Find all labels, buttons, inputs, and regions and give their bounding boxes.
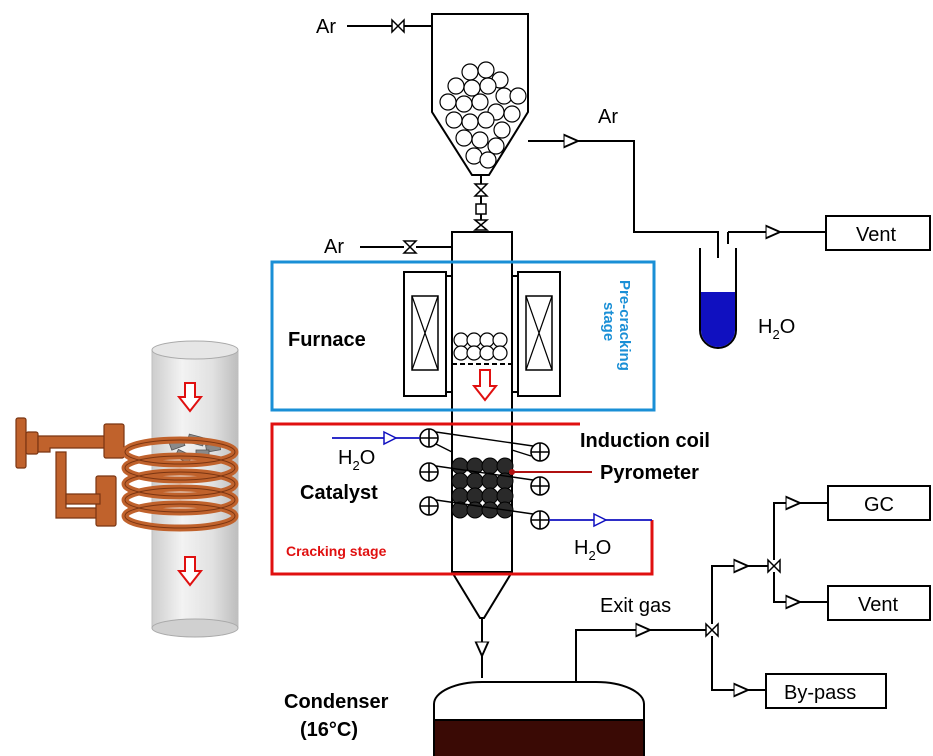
furnace	[403, 271, 561, 397]
bubbler-water-label: H2O	[758, 316, 795, 342]
hopper-valve-icon	[473, 183, 489, 197]
coil-connectors	[435, 431, 534, 515]
reactor-valve-icon	[402, 240, 418, 254]
cracking-stage-box	[270, 422, 654, 576]
vent-bottom-box	[827, 585, 931, 621]
bypass-box	[765, 673, 887, 709]
water-bubbler: H2O	[699, 232, 826, 349]
catalyst-label: Catalyst	[300, 482, 378, 504]
branch-valve-icon	[767, 558, 781, 574]
flow-arrow-bottom	[176, 556, 204, 587]
gc-box	[827, 485, 931, 521]
condenser-label: Condenser	[284, 691, 389, 713]
ar-top-label: Ar	[316, 16, 336, 38]
glass-tube-top	[151, 340, 239, 360]
valve-icon	[391, 18, 405, 34]
reactor-pellets	[453, 332, 508, 361]
vent-bottom-label: Vent	[858, 594, 898, 616]
hopper-lock-icon	[475, 203, 487, 215]
water-out-label: H2O	[574, 537, 611, 563]
cracking-stage-label: Cracking stage	[286, 543, 387, 559]
ar-hopper-label: Ar	[598, 106, 618, 128]
condenser-temp-label: (16°C)	[300, 719, 358, 741]
pre-cracking-label: Pre-crackingstage	[600, 280, 633, 371]
gc-label: GC	[864, 494, 894, 516]
pre-cracking-stage-box	[270, 260, 656, 412]
catalyst-bed	[451, 457, 514, 519]
exit-valve-icon	[705, 622, 719, 638]
induction-coil-sections	[419, 428, 550, 530]
induction-coil-label: Induction coil	[580, 430, 710, 452]
ar-reactor-label: Ar	[324, 236, 344, 258]
condenser	[433, 681, 645, 756]
exit-gas-label: Exit gas	[600, 595, 671, 617]
water-in-label: H2O	[338, 447, 375, 473]
flow-arrow-top	[176, 382, 204, 413]
furnace-label: Furnace	[288, 329, 366, 351]
vent-top-label: Vent	[856, 224, 896, 246]
glass-tube-bottom	[151, 618, 239, 638]
hopper-valve-icon-lower	[472, 219, 490, 231]
bypass-label: By-pass	[784, 682, 856, 704]
pyrometer-label: Pyrometer	[600, 462, 699, 484]
induction-reactor-illustration	[15, 340, 239, 638]
reactor-flow-arrow	[471, 369, 499, 402]
vent-top-box	[825, 215, 931, 251]
hopper-pellets	[439, 61, 527, 169]
copper-leads	[15, 417, 125, 527]
hopper-assembly: Ar Ar	[316, 13, 719, 258]
